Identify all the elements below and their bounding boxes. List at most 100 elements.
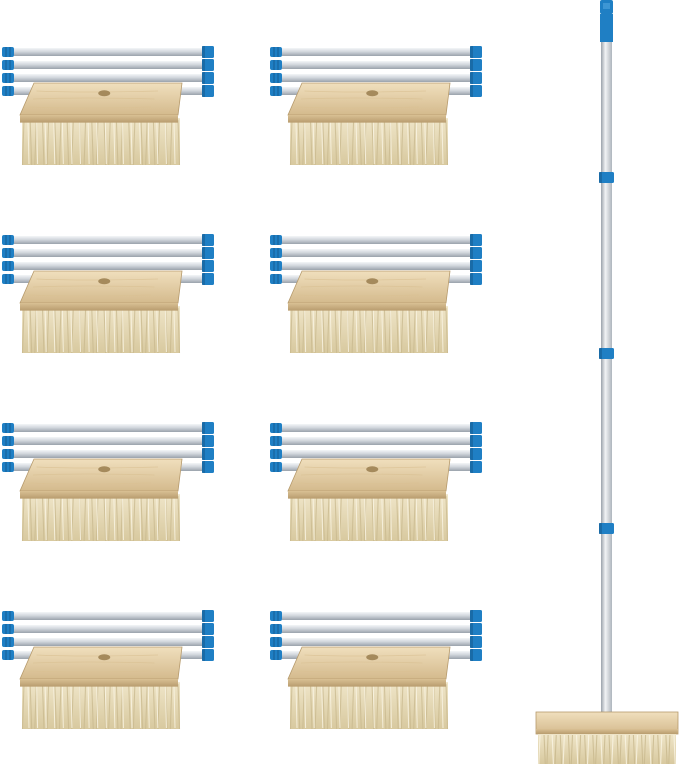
pole-tube [14,262,204,270]
pole-tube [14,74,204,82]
pole-tube [14,61,204,69]
brush-block-edge [288,303,446,311]
handle-socket [366,466,379,473]
pole-section [270,72,482,84]
pole-tube [14,236,204,244]
pole-thread-tip [270,462,282,472]
pole-tube [282,48,472,56]
pole-section [2,260,214,272]
pole-thread-tip [270,261,282,271]
pole-thread-tip [2,274,14,284]
pole-section [2,247,214,259]
pole-tube [282,262,472,270]
pole-tube [282,74,472,82]
pole-top-grip [600,14,613,42]
pole-tube [282,625,472,633]
pole-thread-tip [270,624,282,634]
pole-section [2,623,214,635]
pole-thread-tip [270,73,282,83]
brush-kit [2,422,214,542]
handle-socket [366,278,379,285]
pole-section [270,610,482,622]
pole-tube [282,437,472,445]
pole-tube [14,450,204,458]
pole-tube [282,236,472,244]
handle-socket [366,90,379,97]
pole-tube [14,638,204,646]
pole-thread-tip [270,611,282,621]
pole-section [2,435,214,447]
brush-block [287,458,451,492]
pole-thread-tip [270,274,282,284]
pole-tube [282,638,472,646]
pole-tube [14,249,204,257]
handle-socket [98,278,111,285]
brush-block [287,82,451,116]
brush-kit [270,234,482,354]
pole-thread-tip [270,650,282,660]
pole-tube [14,48,204,56]
pole-section [2,610,214,622]
handle-socket [366,654,379,661]
pole-tube [282,424,472,432]
pole-section [270,623,482,635]
brush-kit [2,610,214,730]
pole-tube [282,450,472,458]
pole-thread-tip [2,624,14,634]
pole-thread-tip [270,436,282,446]
pole-thread-tip [2,449,14,459]
pole-section [270,46,482,58]
brush-block-edge [20,115,178,123]
brush-block [19,646,183,680]
pole-section [270,435,482,447]
pole-thread-tip [2,650,14,660]
pole-thread-tip [2,248,14,258]
pole-thread-tip [270,449,282,459]
handle-socket [98,654,111,661]
pole-thread-tip [2,261,14,271]
pole-section [2,422,214,434]
pole-tube [14,424,204,432]
pole-thread-tip [2,637,14,647]
pole-section [2,72,214,84]
brush-kit [270,610,482,730]
pole-thread-tip [270,248,282,258]
pole-section [2,636,214,648]
brush-kit [2,46,214,166]
brush-block-edge [20,491,178,499]
pole-tube [14,612,204,620]
brush-kit [2,234,214,354]
pole-thread-tip [2,86,14,96]
pole-thread-tip [2,462,14,472]
handle-socket [98,90,111,97]
pole-tube [282,249,472,257]
broom-head-bristles [538,734,676,764]
pole-thread-tip [2,47,14,57]
pole-joint [599,172,614,183]
pole-section [270,234,482,246]
pole-thread-tip [270,637,282,647]
brush-kit [270,46,482,166]
pole-thread-tip [2,423,14,433]
pole-section [270,247,482,259]
brush-block-edge [288,491,446,499]
pole-thread-tip [270,235,282,245]
pole-section [2,46,214,58]
pole-thread-tip [2,73,14,83]
brush-block [19,270,183,304]
brush-kit [270,422,482,542]
brush-block-edge [288,115,446,123]
pole-section [270,636,482,648]
brush-block-edge [288,679,446,687]
pole-joint [599,348,614,359]
pole-thread-tip [2,235,14,245]
pole-section [270,59,482,71]
pole-tube [282,612,472,620]
pole-joint [599,523,614,534]
handle-socket [98,466,111,473]
pole-thread-tip [270,60,282,70]
pole-section [2,448,214,460]
brush-block-edge [20,303,178,311]
